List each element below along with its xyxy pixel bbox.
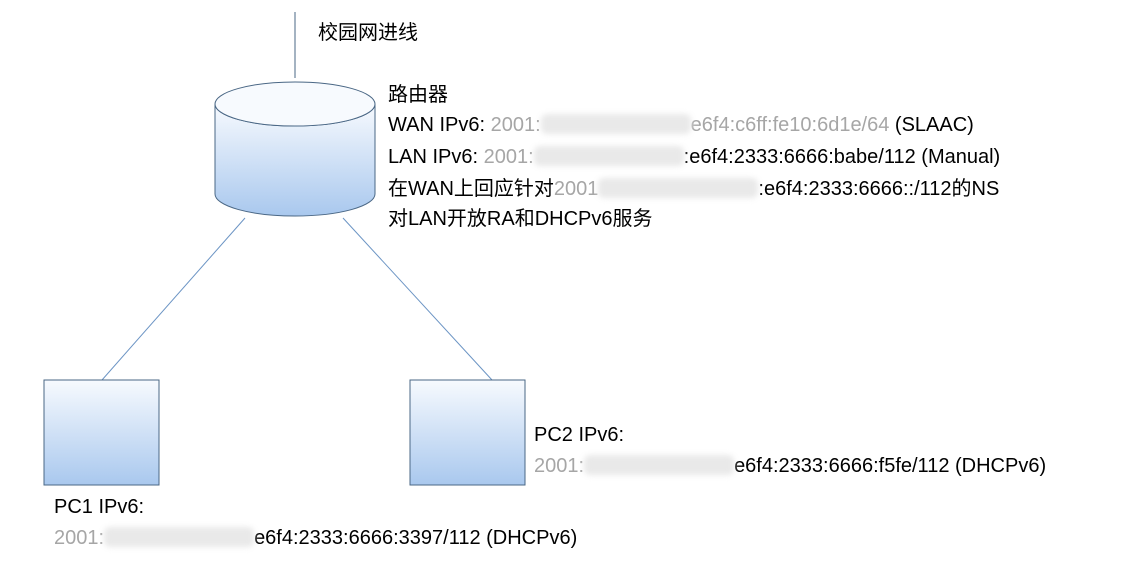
campus-line-label: 校园网进线: [318, 22, 418, 44]
router-to-pc2-link: [342, 217, 493, 381]
wan-label: WAN IPv6:: [388, 114, 491, 136]
router-lan-ipv6-line: LAN IPv6: 2001: :e6f4:2333:6666:babe/112 …: [388, 142, 1000, 172]
lan-prefix: 2001:: [483, 146, 534, 168]
pc1-box: [43, 379, 160, 486]
lan-suffix: :e6f4:2333:6666:babe/112 (Manual): [683, 146, 1001, 168]
wan-note: (SLAAC): [889, 114, 974, 136]
wan-suffix: e6f4:c6ff:fe10:6d1e/64: [690, 114, 890, 136]
redacted-segment: [540, 114, 691, 134]
router-title: 路由器: [388, 84, 448, 106]
router-wan-ipv6-line: WAN IPv6: 2001: e6f4:c6ff:fe10:6d1e/64 (S…: [388, 110, 974, 140]
pc1-suffix: e6f4:2333:6666:3397/112 (DHCPv6): [254, 527, 578, 549]
ns-suffix: :e6f4:2333:6666::/112的NS: [758, 178, 1000, 200]
pc2-ipv6-line: 2001: e6f4:2333:6666:f5fe/112 (DHCPv6): [534, 451, 1046, 481]
wan-prefix: 2001:: [490, 114, 541, 136]
redacted-segment: [104, 527, 255, 547]
pc2-prefix: 2001:: [534, 455, 585, 477]
router-ns-line: 在WAN上回应针对2001 :e6f4:2333:6666::/112的NS: [388, 174, 999, 204]
pc1-ipv6-line: 2001: e6f4:2333:6666:3397/112 (DHCPv6): [54, 523, 577, 553]
pc1-prefix: 2001:: [54, 527, 105, 549]
pc2-box: [409, 379, 526, 486]
redacted-segment: [598, 178, 759, 198]
redacted-segment: [533, 146, 684, 166]
router-service-line: 对LAN开放RA和DHCPv6服务: [388, 208, 653, 230]
ns-text: 在WAN上回应针对: [388, 178, 554, 200]
router-cylinder-icon: [214, 81, 376, 217]
pc1-label: PC1 IPv6:: [54, 496, 145, 518]
lan-label: LAN IPv6:: [388, 146, 484, 168]
router-to-pc1-link: [101, 217, 246, 381]
pc2-suffix: e6f4:2333:6666:f5fe/112 (DHCPv6): [734, 455, 1047, 477]
redacted-segment: [584, 455, 735, 475]
pc2-label: PC2 IPv6:: [534, 424, 625, 446]
ns-prefix: 2001: [553, 178, 599, 200]
